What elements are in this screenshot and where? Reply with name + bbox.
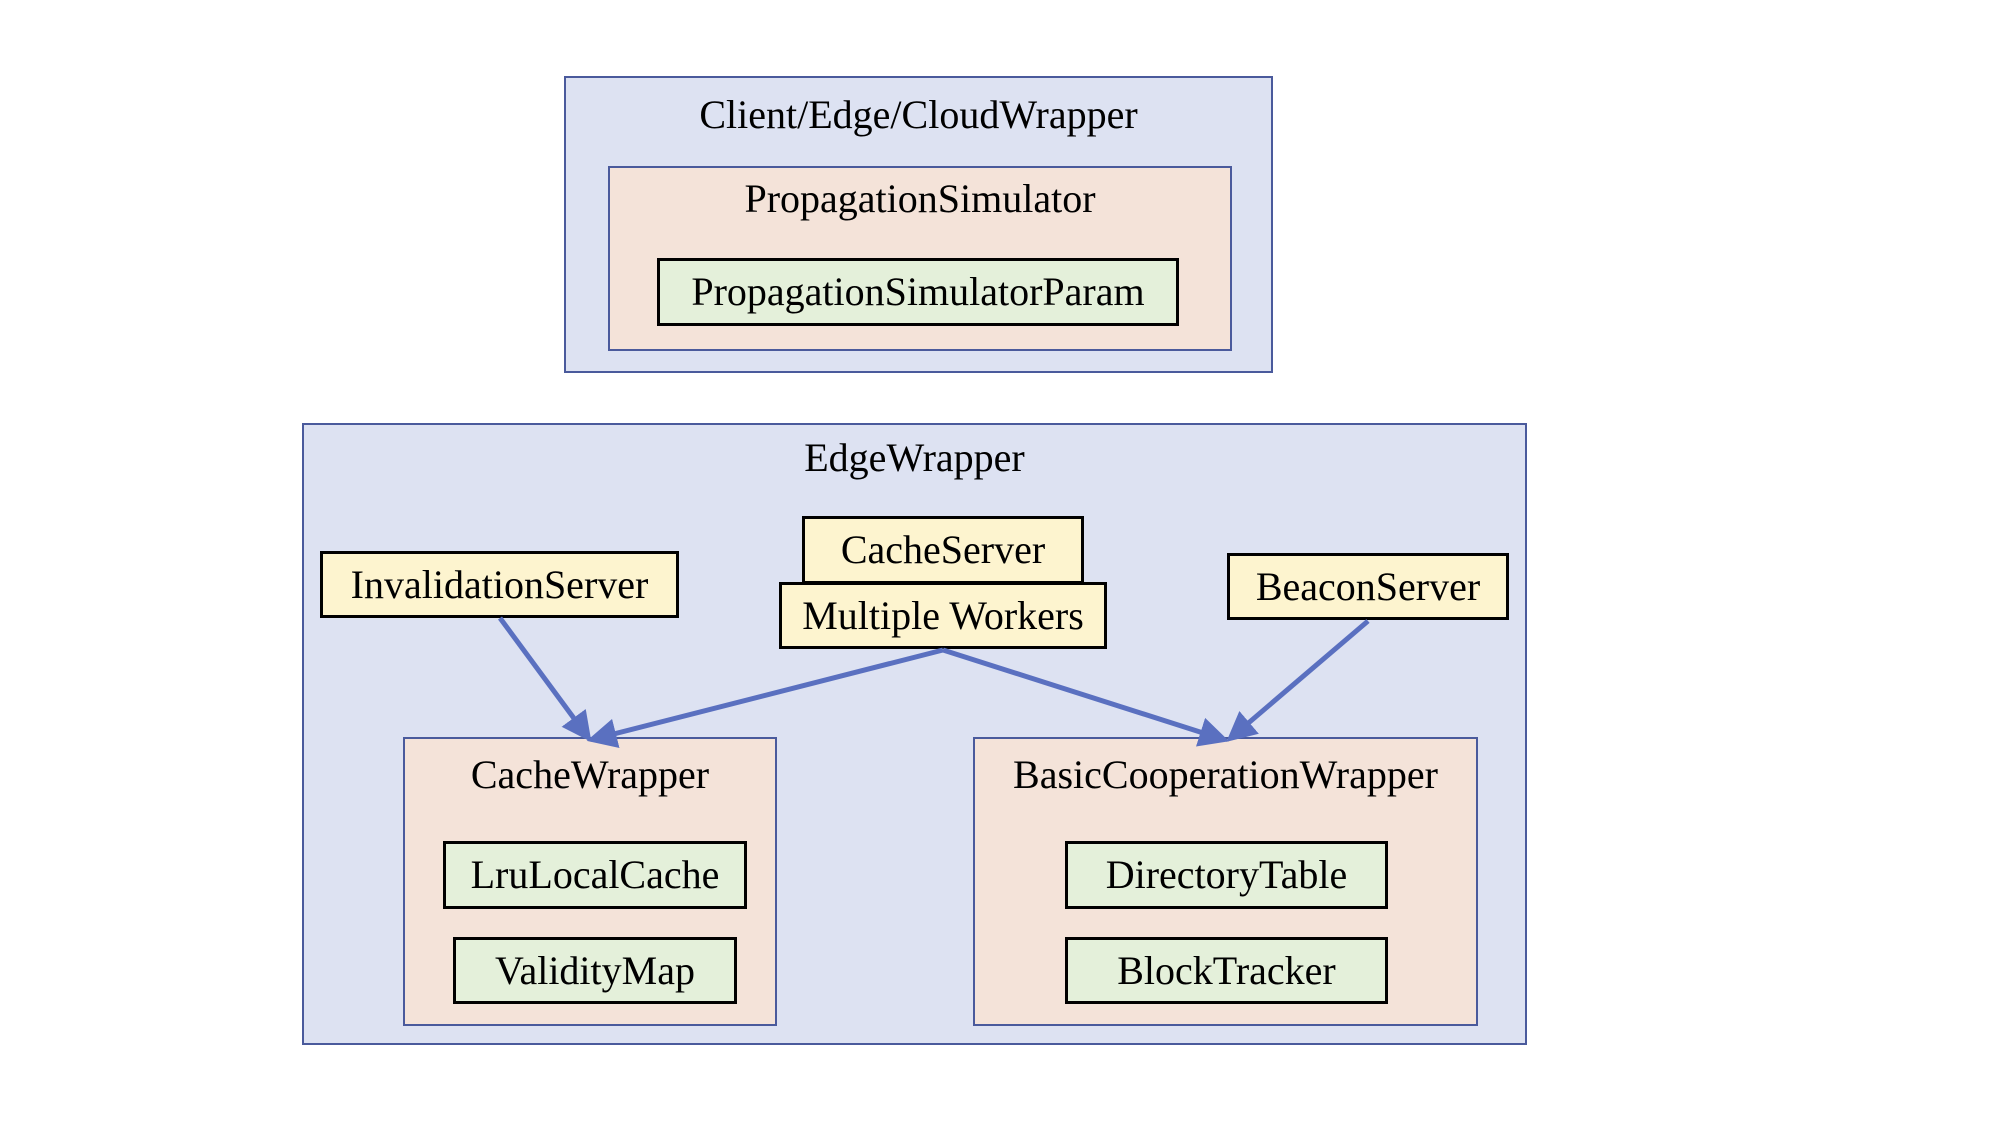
cache-server-box: CacheServer (802, 516, 1084, 584)
beacon-server-box: BeaconServer (1227, 553, 1509, 620)
invalidation-server-label: InvalidationServer (350, 561, 649, 607)
beacon-server-label: BeaconServer (1255, 563, 1481, 609)
basic-cooperation-wrapper-title: BasicCooperationWrapper (1013, 752, 1438, 797)
multiple-workers-label: Multiple Workers (802, 592, 1084, 638)
cache-wrapper-module: CacheWrapper LruLocalCache ValidityMap (403, 737, 777, 1026)
directory-table-box: DirectoryTable (1065, 841, 1388, 909)
propagation-simulator-title: PropagationSimulator (744, 176, 1096, 221)
lru-local-cache-box: LruLocalCache (443, 841, 747, 909)
basic-cooperation-wrapper-module: BasicCooperationWrapper DirectoryTable B… (973, 737, 1478, 1026)
client-edge-cloud-wrapper-title: Client/Edge/CloudWrapper (699, 92, 1138, 137)
lru-local-cache-label: LruLocalCache (470, 852, 720, 897)
validity-map-box: ValidityMap (453, 937, 737, 1004)
propagation-simulator-param-box: PropagationSimulatorParam (657, 258, 1179, 326)
propagation-simulator-module: PropagationSimulator PropagationSimulato… (608, 166, 1232, 351)
multiple-workers-box: Multiple Workers (779, 582, 1107, 649)
validity-map-label: ValidityMap (495, 947, 695, 993)
edge-wrapper-title: EdgeWrapper (804, 435, 1025, 480)
directory-table-label: DirectoryTable (1105, 852, 1348, 897)
invalidation-server-box: InvalidationServer (320, 551, 679, 618)
cache-wrapper-title: CacheWrapper (470, 752, 710, 797)
client-edge-cloud-wrapper: Client/Edge/CloudWrapper PropagationSimu… (564, 76, 1273, 373)
propagation-simulator-param-label: PropagationSimulatorParam (691, 269, 1145, 314)
block-tracker-label: BlockTracker (1117, 947, 1336, 993)
block-tracker-box: BlockTracker (1065, 937, 1388, 1004)
cache-server-label: CacheServer (840, 527, 1046, 572)
